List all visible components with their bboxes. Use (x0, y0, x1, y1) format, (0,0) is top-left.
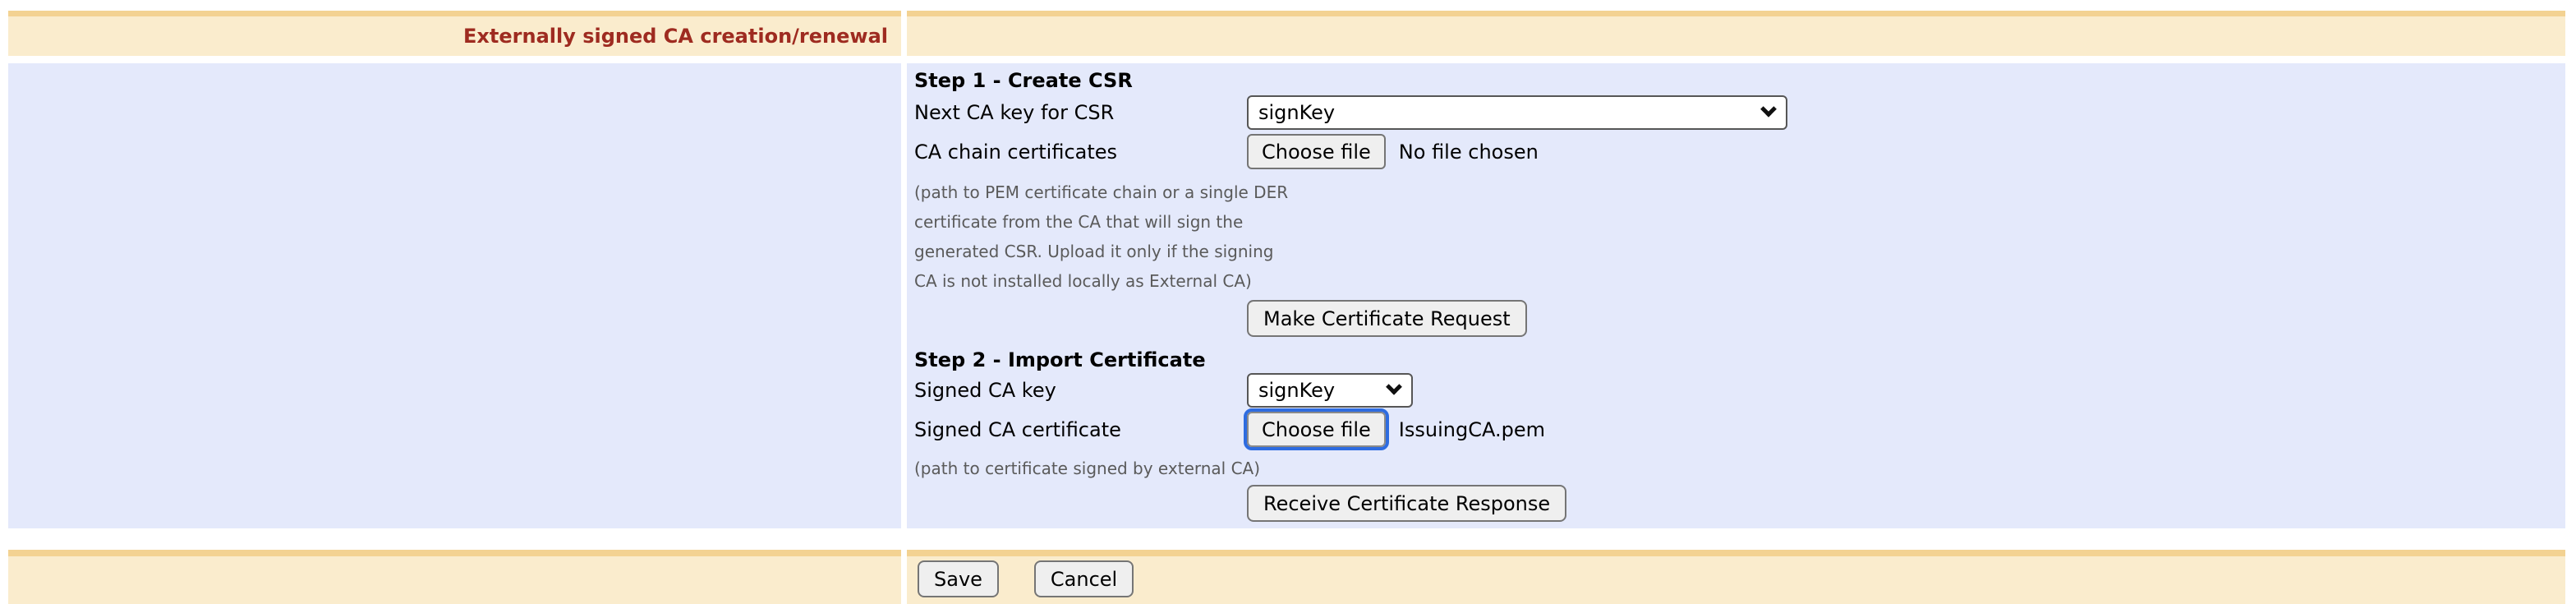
next-ca-key-row: Next CA key for CSR signKey (914, 95, 2549, 130)
help-line: generated CSR. Upload it only if the sig… (914, 242, 1274, 261)
step2-heading: Step 2 - Import Certificate (914, 348, 1206, 371)
make-certificate-request-button[interactable]: Make Certificate Request (1247, 300, 1527, 337)
receive-certificate-response-button[interactable]: Receive Certificate Response (1247, 485, 1567, 522)
header-row: Externally signed CA creation/renewal (8, 11, 2565, 56)
step1-heading: Step 1 - Create CSR (914, 69, 1133, 92)
signed-ca-certificate-label: Signed CA certificate (914, 417, 1121, 441)
footer-actions-cell: Save Cancel (907, 550, 2565, 604)
signed-ca-key-label: Signed CA key (914, 379, 1056, 402)
help-line: (path to PEM certificate chain or a sing… (914, 182, 1289, 202)
ca-signing-form: Step 1 - Create CSR Next CA key for CSR … (907, 63, 2565, 528)
ca-chain-file-status: No file chosen (1398, 140, 1539, 164)
signed-ca-key-row: Signed CA key signKey (914, 373, 2549, 408)
ca-chain-help-text: (path to PEM certificate chain or a sing… (914, 178, 1341, 296)
cancel-button[interactable]: Cancel (1033, 560, 1134, 597)
signed-ca-key-select[interactable]: signKey (1247, 373, 1413, 408)
externally-signed-ca-panel: Externally signed CA creation/renewal St… (8, 11, 2565, 604)
signed-ca-key-selected-value: signKey (1258, 379, 1336, 402)
body-row: Step 1 - Create CSR Next CA key for CSR … (8, 63, 2565, 528)
chevron-down-icon (1386, 378, 1402, 395)
header-title-cell: Externally signed CA creation/renewal (8, 11, 901, 56)
signed-ca-certificate-help-text: (path to certificate signed by external … (914, 459, 1261, 478)
page-title: Externally signed CA creation/renewal (463, 25, 888, 48)
help-line: CA is not installed locally as External … (914, 271, 1252, 291)
footer-row: Save Cancel (8, 550, 2565, 604)
next-ca-key-select[interactable]: signKey (1247, 95, 1787, 130)
signed-ca-certificate-file-name: IssuingCA.pem (1398, 417, 1545, 441)
footer-left-cell (8, 550, 901, 604)
signed-ca-certificate-row: Signed CA certificate Choose file Issuin… (914, 408, 2549, 450)
signed-ca-certificate-choose-file-button[interactable]: Choose file (1244, 408, 1389, 450)
receive-response-row: Receive Certificate Response (914, 485, 2549, 522)
header-spacer-cell (907, 11, 2565, 56)
body-left-cell (8, 63, 901, 528)
save-button[interactable]: Save (918, 560, 999, 597)
help-line: certificate from the CA that will sign t… (914, 212, 1244, 232)
signed-ca-certificate-file-input: Choose file IssuingCA.pem (1244, 408, 1545, 450)
ca-chain-choose-file-button[interactable]: Choose file (1247, 134, 1386, 169)
next-ca-key-selected-value: signKey (1258, 101, 1336, 124)
ca-chain-row: CA chain certificates Choose file No fil… (914, 134, 2549, 169)
ca-chain-label: CA chain certificates (914, 140, 1118, 164)
chevron-down-icon (1760, 100, 1777, 118)
ca-chain-file-input: Choose file No file chosen (1247, 134, 1539, 169)
make-request-row: Make Certificate Request (914, 300, 2549, 337)
next-ca-key-label: Next CA key for CSR (914, 101, 1115, 124)
